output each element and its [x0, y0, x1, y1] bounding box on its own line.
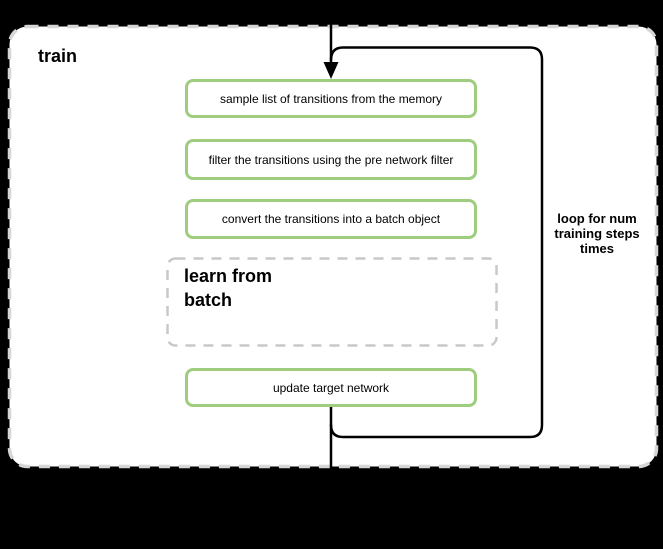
arrowhead-down-icon	[323, 62, 339, 79]
step-update-target-network: update target network	[185, 368, 477, 407]
train-container-title: train	[38, 46, 78, 66]
loop-box	[329, 46, 544, 439]
step-filter-transitions: filter the transitions using the pre net…	[185, 139, 477, 180]
loop-annotation: loop for num training steps times	[554, 211, 640, 256]
step-sample-transitions: sample list of transitions from the memo…	[185, 79, 477, 118]
learn-from-batch-label: learn from batch	[184, 266, 273, 310]
train-container-box	[7, 24, 659, 469]
learn-from-batch-box	[166, 257, 498, 347]
step-convert-to-batch: convert the transitions into a batch obj…	[185, 199, 477, 239]
